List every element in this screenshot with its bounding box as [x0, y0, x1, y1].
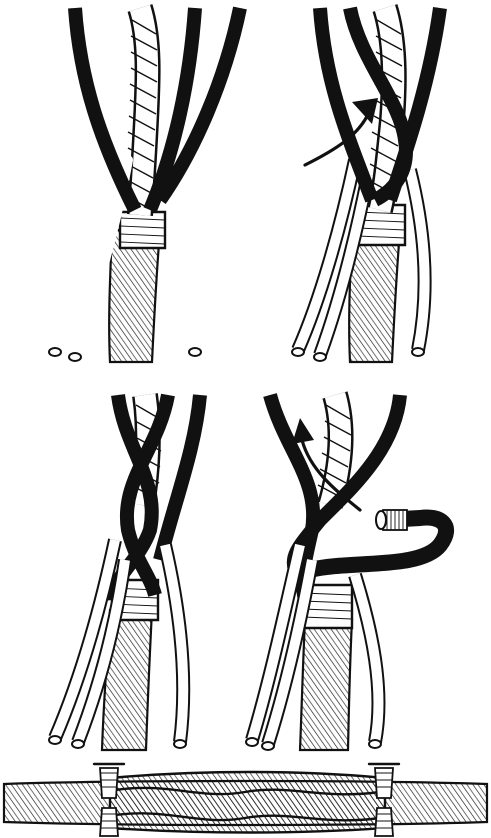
- finished-splice-rope: [4, 764, 487, 836]
- step-1-seizing: [120, 212, 165, 248]
- step-4-rope-standing-part: [300, 620, 352, 750]
- step-2-panel: [292, 8, 440, 362]
- step-1-rope-standing-part: [109, 230, 160, 362]
- step-4-panel: [246, 395, 446, 750]
- step-1-center-strand: [126, 8, 157, 215]
- step-1-panel: [49, 8, 240, 362]
- step-3-panel: [49, 395, 200, 750]
